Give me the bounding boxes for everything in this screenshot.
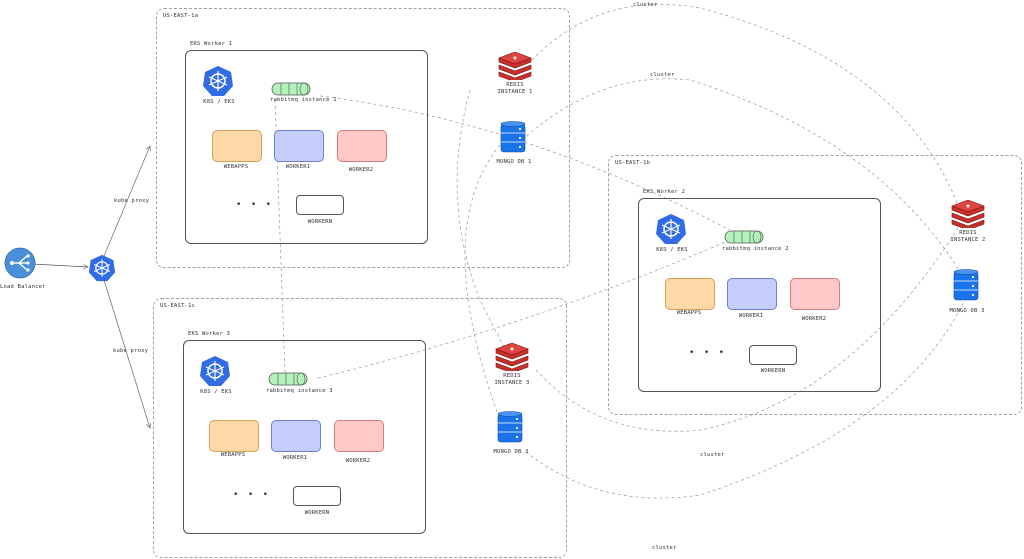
worker2-box: [790, 278, 840, 310]
worker2-label: WORKER2: [348, 167, 374, 173]
worker2-box: [337, 130, 387, 162]
region-label: US-EAST-1b: [615, 160, 651, 166]
eks-worker-1: EKS Worker 1: [185, 41, 428, 244]
cluster-label: cluster: [633, 2, 658, 8]
kubernetes-icon: [200, 356, 230, 386]
webapps-box: [665, 278, 715, 310]
webapps-box: [209, 420, 259, 452]
workern-label: WORKERN: [307, 219, 333, 225]
ellipsis: • • •: [233, 490, 271, 500]
workern-box: [293, 486, 341, 506]
workern-label: WORKERN: [760, 368, 786, 374]
worker1-box: [274, 130, 324, 162]
redis-label-line2: INSTANCE 1: [497, 89, 533, 95]
region-us-east-1a: US-EAST-1a: [156, 8, 570, 268]
mongo-label: MONGO DB 3: [949, 308, 985, 314]
region-label: US-EAST-1c: [160, 303, 196, 309]
rabbitmq-label: rabbitmq instance 1: [270, 97, 337, 103]
rabbitmq-label: rabbitmq instance 3: [266, 388, 333, 394]
mongo-label: MONGO DB 3: [493, 449, 529, 455]
redis-icon: [498, 52, 532, 80]
redis-label-line1: REDIS: [506, 82, 524, 88]
worker2-box: [334, 420, 384, 452]
ellipsis: • • •: [236, 200, 274, 210]
kube-proxy-label: kube proxy: [113, 348, 149, 354]
webapps-label: WEBAPPS: [676, 310, 702, 316]
redis-label-line1: REDIS: [959, 230, 977, 236]
ellipsis: • • •: [689, 348, 727, 358]
worker1-label: WORKER1: [738, 313, 764, 319]
k8s-label: K8S / EKS: [203, 99, 235, 105]
cluster-label: cluster: [652, 545, 677, 551]
cluster-label: cluster: [650, 72, 675, 78]
database-icon: [953, 269, 979, 301]
worker-title: EKS Worker 2: [643, 189, 686, 195]
rabbitmq-queue-icon: [724, 230, 764, 244]
worker1-box: [727, 278, 777, 310]
redis-label-line2: INSTANCE 3: [494, 380, 530, 386]
workern-label: WORKERN: [304, 510, 330, 516]
worker2-label: WORKER2: [345, 458, 371, 464]
k8s-label: K8S / EKS: [656, 247, 688, 253]
webapps-label: WEBAPPS: [223, 164, 249, 170]
kubernetes-icon: [656, 214, 686, 244]
rabbitmq-queue-icon: [268, 372, 308, 386]
worker1-label: WORKER1: [285, 164, 311, 170]
load-balancer-icon: [4, 247, 36, 279]
database-icon: [497, 411, 523, 443]
kubernetes-icon: [88, 254, 116, 282]
k8s-label: K8S / EKS: [200, 389, 232, 395]
workern-box: [749, 345, 797, 365]
kube-proxy-label: kube proxy: [114, 198, 150, 204]
region-us-east-1c: US-EAST-1c: [153, 298, 567, 558]
redis-label-line1: REDIS: [503, 373, 521, 379]
eks-worker-3: EKS Worker 3: [183, 331, 426, 534]
webapps-label: WEBAPPS: [220, 452, 246, 458]
database-icon: [500, 121, 526, 153]
rabbitmq-label: rabbitmq instance 2: [722, 246, 789, 252]
worker1-box: [271, 420, 321, 452]
redis-icon: [495, 343, 529, 371]
worker1-label: WORKER1: [282, 455, 308, 461]
webapps-box: [212, 130, 262, 162]
workern-box: [296, 195, 344, 215]
mongo-label: MONGO DB 1: [496, 159, 532, 165]
region-us-east-1b: US-EAST-1b: [608, 155, 1022, 415]
redis-label-line2: INSTANCE 2: [950, 237, 986, 243]
worker-title: EKS Worker 1: [190, 41, 233, 47]
worker2-label: WORKER2: [801, 316, 827, 322]
kubernetes-icon: [203, 66, 233, 96]
worker-title: EKS Worker 3: [188, 331, 231, 337]
load-balancer-label: Load Balancer: [0, 284, 46, 290]
eks-worker-2: EKS Worker 2: [638, 189, 881, 392]
redis-icon: [951, 200, 985, 228]
rabbitmq-queue-icon: [271, 82, 311, 96]
cluster-label: cluster: [700, 452, 725, 458]
region-label: US-EAST-1a: [163, 13, 199, 19]
